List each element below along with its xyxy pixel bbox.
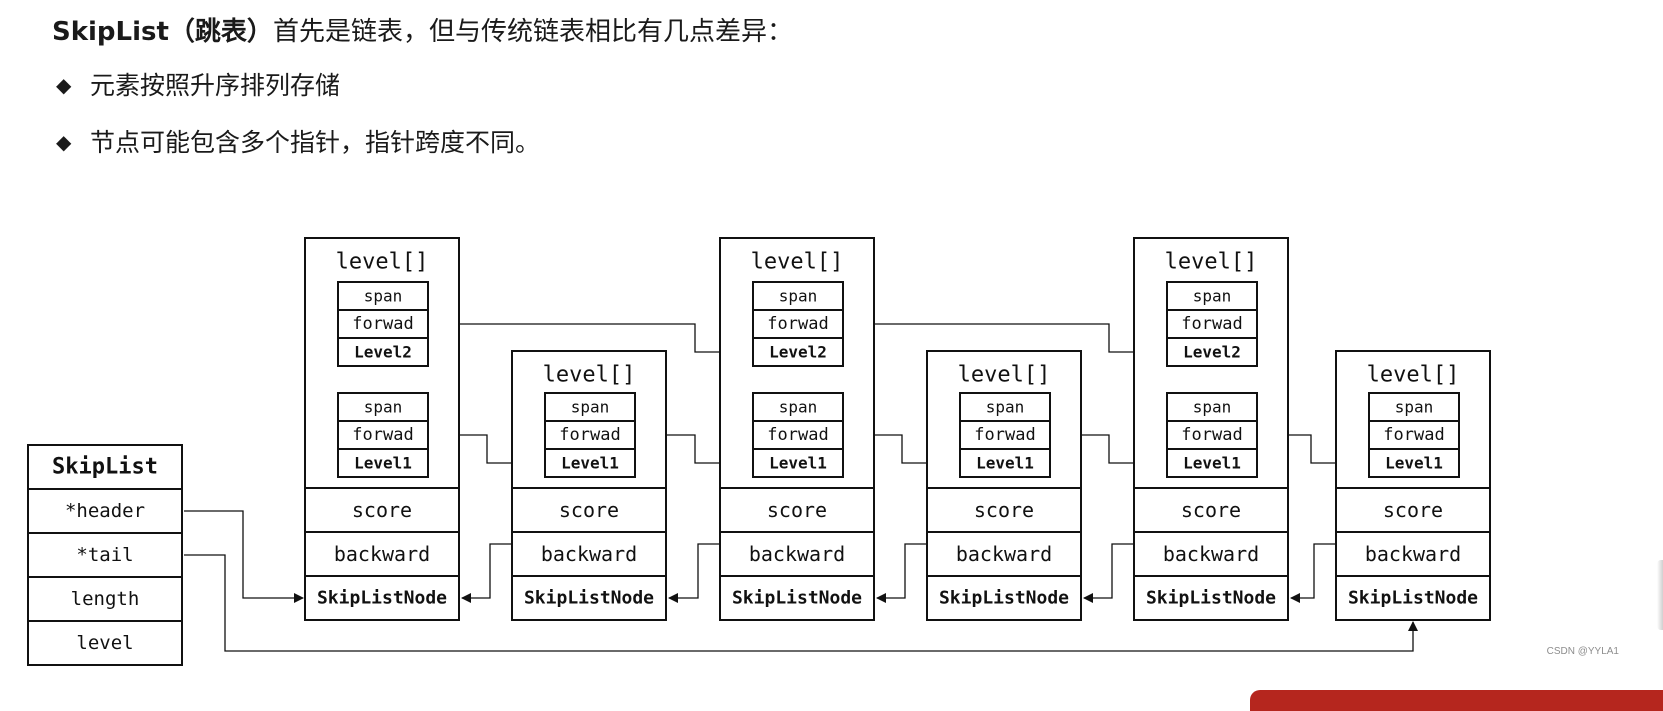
backward-pointer: backward — [334, 542, 430, 566]
heading-bold: SkipList（跳表） — [52, 17, 273, 47]
bullet-text: 节点可能包含多个指针，指针跨度不同。 — [90, 128, 541, 157]
diamond-bullet-icon: ◆ — [56, 73, 72, 97]
node-type-label: SkipListNode — [1146, 588, 1276, 609]
forward-pointer: forwad — [767, 314, 828, 334]
bullet-item: ◆ 元素按照升序排列存储 — [56, 68, 340, 103]
forward-pointer: forwad — [559, 425, 620, 445]
heading-rest: 首先是链表，但与传统链表相比有几点差异： — [272, 17, 793, 47]
skiplist-node — [926, 350, 1082, 621]
level2-label: Level2 — [1183, 343, 1241, 362]
skiplist-title: SkipList — [52, 455, 158, 480]
level1-label: Level1 — [354, 454, 412, 473]
span-field: span — [364, 398, 403, 417]
node-type-label: SkipListNode — [939, 588, 1069, 609]
node-type-label: SkipListNode — [1348, 588, 1478, 609]
score-field: score — [352, 498, 412, 522]
level-array-header: level[] — [958, 363, 1051, 388]
header-pointer-link — [184, 510, 304, 603]
level-array-header: level[] — [336, 250, 429, 275]
level-array-header: level[] — [543, 363, 636, 388]
level-entry-level1 — [1166, 392, 1258, 478]
level2-forward-link — [843, 323, 1166, 357]
level2-forward-link — [428, 323, 752, 357]
skiplist-struct — [27, 444, 183, 666]
level-entry-level1 — [1368, 392, 1460, 478]
span-field: span — [364, 287, 403, 306]
score-field: score — [1181, 498, 1241, 522]
level1-label: Level1 — [561, 454, 619, 473]
tail-pointer-link — [184, 554, 1418, 652]
span-field: span — [571, 398, 610, 417]
level-array-header: level[] — [751, 250, 844, 275]
skiplist-field-length: length — [71, 588, 140, 610]
backward-pointer: backward — [1365, 542, 1461, 566]
forward-pointer: forwad — [352, 425, 413, 445]
skiplist-node — [511, 350, 667, 621]
level-array-header: level[] — [1165, 250, 1258, 275]
span-field: span — [779, 398, 818, 417]
node-type-label: SkipListNode — [524, 588, 654, 609]
diamond-bullet-icon: ◆ — [56, 130, 72, 154]
backward-link — [1290, 543, 1336, 603]
score-field: score — [1383, 498, 1443, 522]
node-type-label: SkipListNode — [317, 588, 447, 609]
span-field: span — [779, 287, 818, 306]
forward-pointer: forwad — [767, 425, 828, 445]
level2-label: Level2 — [354, 343, 412, 362]
level-entry-level2 — [752, 281, 844, 367]
level1-label: Level1 — [1385, 454, 1443, 473]
score-field: score — [767, 498, 827, 522]
skiplist-field-level: level — [76, 632, 133, 654]
skiplist-field-tail: *tail — [76, 544, 133, 566]
backward-link — [461, 543, 512, 603]
bullet-text: 元素按照升序排列存储 — [90, 71, 341, 100]
score-field: score — [974, 498, 1034, 522]
span-field: span — [1395, 398, 1434, 417]
forward-pointer: forwad — [352, 314, 413, 334]
level-entry-level1 — [959, 392, 1051, 478]
forward-pointer: forwad — [974, 425, 1035, 445]
span-field: span — [1193, 398, 1232, 417]
csdn-watermark: CSDN @YYLA1 — [1546, 646, 1619, 657]
skiplist-field-header: *header — [65, 500, 145, 522]
level-entry-level1 — [544, 392, 636, 478]
forward-pointer: forwad — [1181, 314, 1242, 334]
level2-label: Level2 — [769, 343, 827, 362]
page-heading: SkipList（跳表）首先是链表，但与传统链表相比有几点差异： — [52, 14, 793, 50]
level-entry-level1 — [752, 392, 844, 478]
footer-banner — [1250, 690, 1663, 711]
skiplist-node — [1335, 350, 1491, 621]
level-entry-level2 — [1166, 281, 1258, 367]
backward-pointer: backward — [1163, 542, 1259, 566]
level1-label: Level1 — [976, 454, 1034, 473]
node-type-label: SkipListNode — [732, 588, 862, 609]
forward-pointer: forwad — [1383, 425, 1444, 445]
span-field: span — [1193, 287, 1232, 306]
backward-link — [668, 543, 720, 603]
level1-label: Level1 — [769, 454, 827, 473]
backward-pointer: backward — [541, 542, 637, 566]
bullet-item: ◆ 节点可能包含多个指针，指针跨度不同。 — [56, 125, 540, 160]
level1-label: Level1 — [1183, 454, 1241, 473]
backward-link — [1083, 543, 1134, 603]
level-entry-level1 — [337, 392, 429, 478]
level-array-header: level[] — [1367, 363, 1460, 388]
level-entry-level2 — [337, 281, 429, 367]
page-edge-shadow — [1657, 560, 1663, 630]
score-field: score — [559, 498, 619, 522]
backward-pointer: backward — [749, 542, 845, 566]
backward-pointer: backward — [956, 542, 1052, 566]
span-field: span — [986, 398, 1025, 417]
backward-link — [876, 543, 927, 603]
forward-pointer: forwad — [1181, 425, 1242, 445]
